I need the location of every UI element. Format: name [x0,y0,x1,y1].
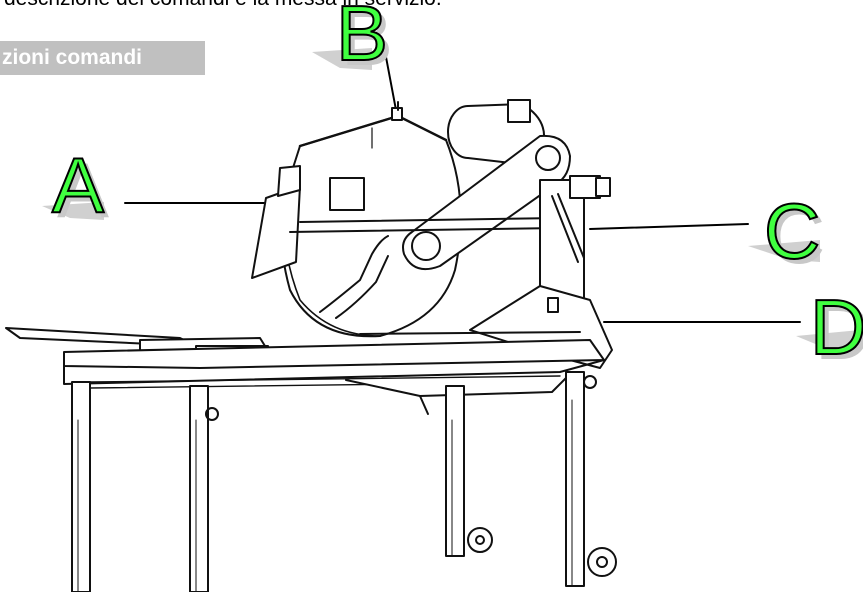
handle-a [251,165,561,279]
callout-label-a: A [51,141,105,229]
blade-guard [280,114,462,338]
leader-lines [124,56,801,323]
callout-label-d: D [809,283,863,371]
sliding-table [5,327,605,389]
leader-line-b [385,56,397,111]
header-text: descrizione dei comandi e la messa in se… [4,0,442,11]
callout-shadows [42,48,860,352]
callout-label-b: B [335,0,389,77]
stand-legs [71,371,597,592]
leader-line-c [589,223,749,230]
section-tag: zioni comandi [0,41,205,75]
callout-label-c: C [763,187,821,275]
guard-lever [391,101,403,121]
wheels [467,527,617,577]
